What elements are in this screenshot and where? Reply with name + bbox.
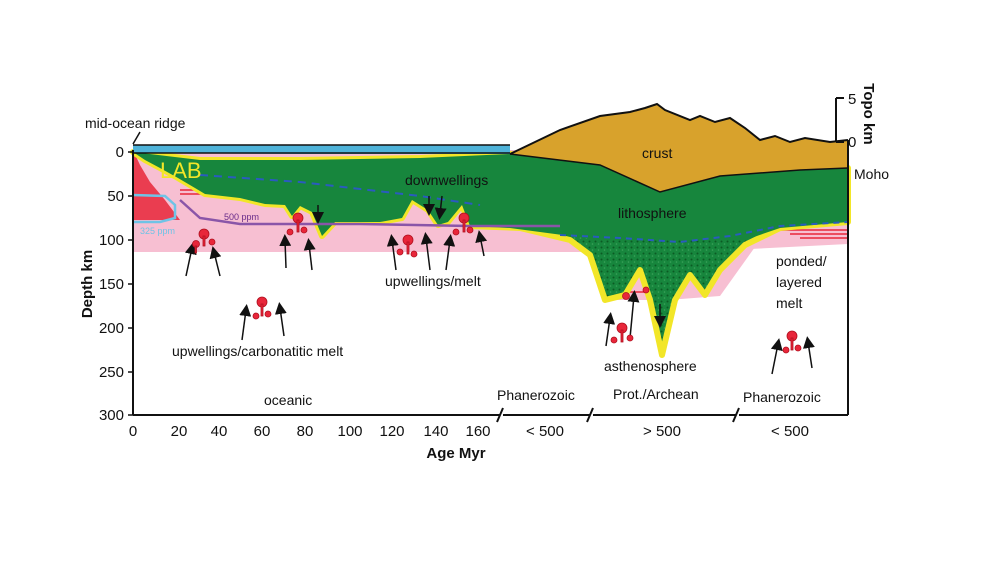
co2-500ppm-line	[179, 199, 560, 228]
label-phanerozoic-2: Phanerozoic	[743, 389, 821, 405]
co2-325ppm-line	[132, 193, 177, 224]
downwelling-arrows	[312, 195, 666, 328]
label-500ppm: 500 ppm	[224, 212, 259, 222]
axis-ticks	[128, 151, 133, 416]
label-325ppm: 325 ppm	[140, 226, 175, 236]
melt-droplets	[192, 212, 802, 354]
x-tick: 20	[171, 423, 188, 440]
moho-line	[509, 153, 849, 193]
y-tick: 300	[99, 407, 124, 424]
x-tick-labels: 0 20 40 60 80 100 120 140 160 < 500 > 50…	[129, 423, 809, 440]
upwelling-arrows	[184, 230, 815, 375]
dashed-isotherm	[199, 174, 481, 206]
x-tick: 120	[379, 423, 404, 440]
x-tick: 40	[211, 423, 228, 440]
label-downwellings: downwellings	[405, 172, 488, 188]
label-moho: Moho	[854, 166, 889, 182]
x-segment-label: < 500	[526, 423, 564, 440]
y-axis-title: Depth km	[79, 250, 96, 318]
label-asthenosphere: asthenosphere	[604, 358, 697, 374]
topo-tick: 0	[848, 134, 856, 151]
label-lab: LAB	[160, 158, 202, 183]
label-melt: melt	[776, 295, 803, 311]
y-tick-labels: 0 50 100 150 200 250 300	[99, 144, 124, 424]
axes-frame	[132, 97, 849, 423]
label-phanerozoic-1: Phanerozoic	[497, 387, 575, 403]
y-tick: 150	[99, 276, 124, 293]
label-layered: layered	[776, 274, 822, 290]
x-tick: 100	[337, 423, 362, 440]
y-tick: 200	[99, 320, 124, 337]
label-lithosphere: lithosphere	[618, 205, 687, 221]
x-tick: 80	[297, 423, 314, 440]
ocean-water	[133, 145, 510, 154]
label-prot-archean: Prot./Archean	[613, 386, 699, 402]
x-axis-title: Age Myr	[426, 445, 485, 462]
y-tick: 250	[99, 364, 124, 381]
y-tick: 50	[107, 188, 124, 205]
x-tick: 0	[129, 423, 137, 440]
label-carbonatitic-melt: upwellings/carbonatitic melt	[172, 343, 343, 359]
y-tick: 0	[116, 144, 124, 161]
topo-axis-title: Topo km	[860, 83, 877, 144]
label-upwellings-melt: upwellings/melt	[385, 273, 481, 289]
label-crust: crust	[642, 145, 672, 161]
crust-layer	[510, 104, 848, 192]
label-ponded: ponded/	[776, 253, 827, 269]
label-oceanic: oceanic	[264, 392, 312, 408]
ridge-pointer	[132, 131, 141, 145]
label-mid-ocean-ridge: mid-ocean ridge	[85, 115, 186, 131]
x-segment-label: > 500	[643, 423, 681, 440]
topo-tick: 5	[848, 91, 856, 108]
dashed-lab-continental	[559, 221, 849, 244]
x-tick: 140	[423, 423, 448, 440]
y-tick: 100	[99, 232, 124, 249]
x-tick: 160	[465, 423, 490, 440]
x-segment-label: < 500	[771, 423, 809, 440]
topography-line	[509, 102, 849, 155]
x-tick: 60	[254, 423, 271, 440]
